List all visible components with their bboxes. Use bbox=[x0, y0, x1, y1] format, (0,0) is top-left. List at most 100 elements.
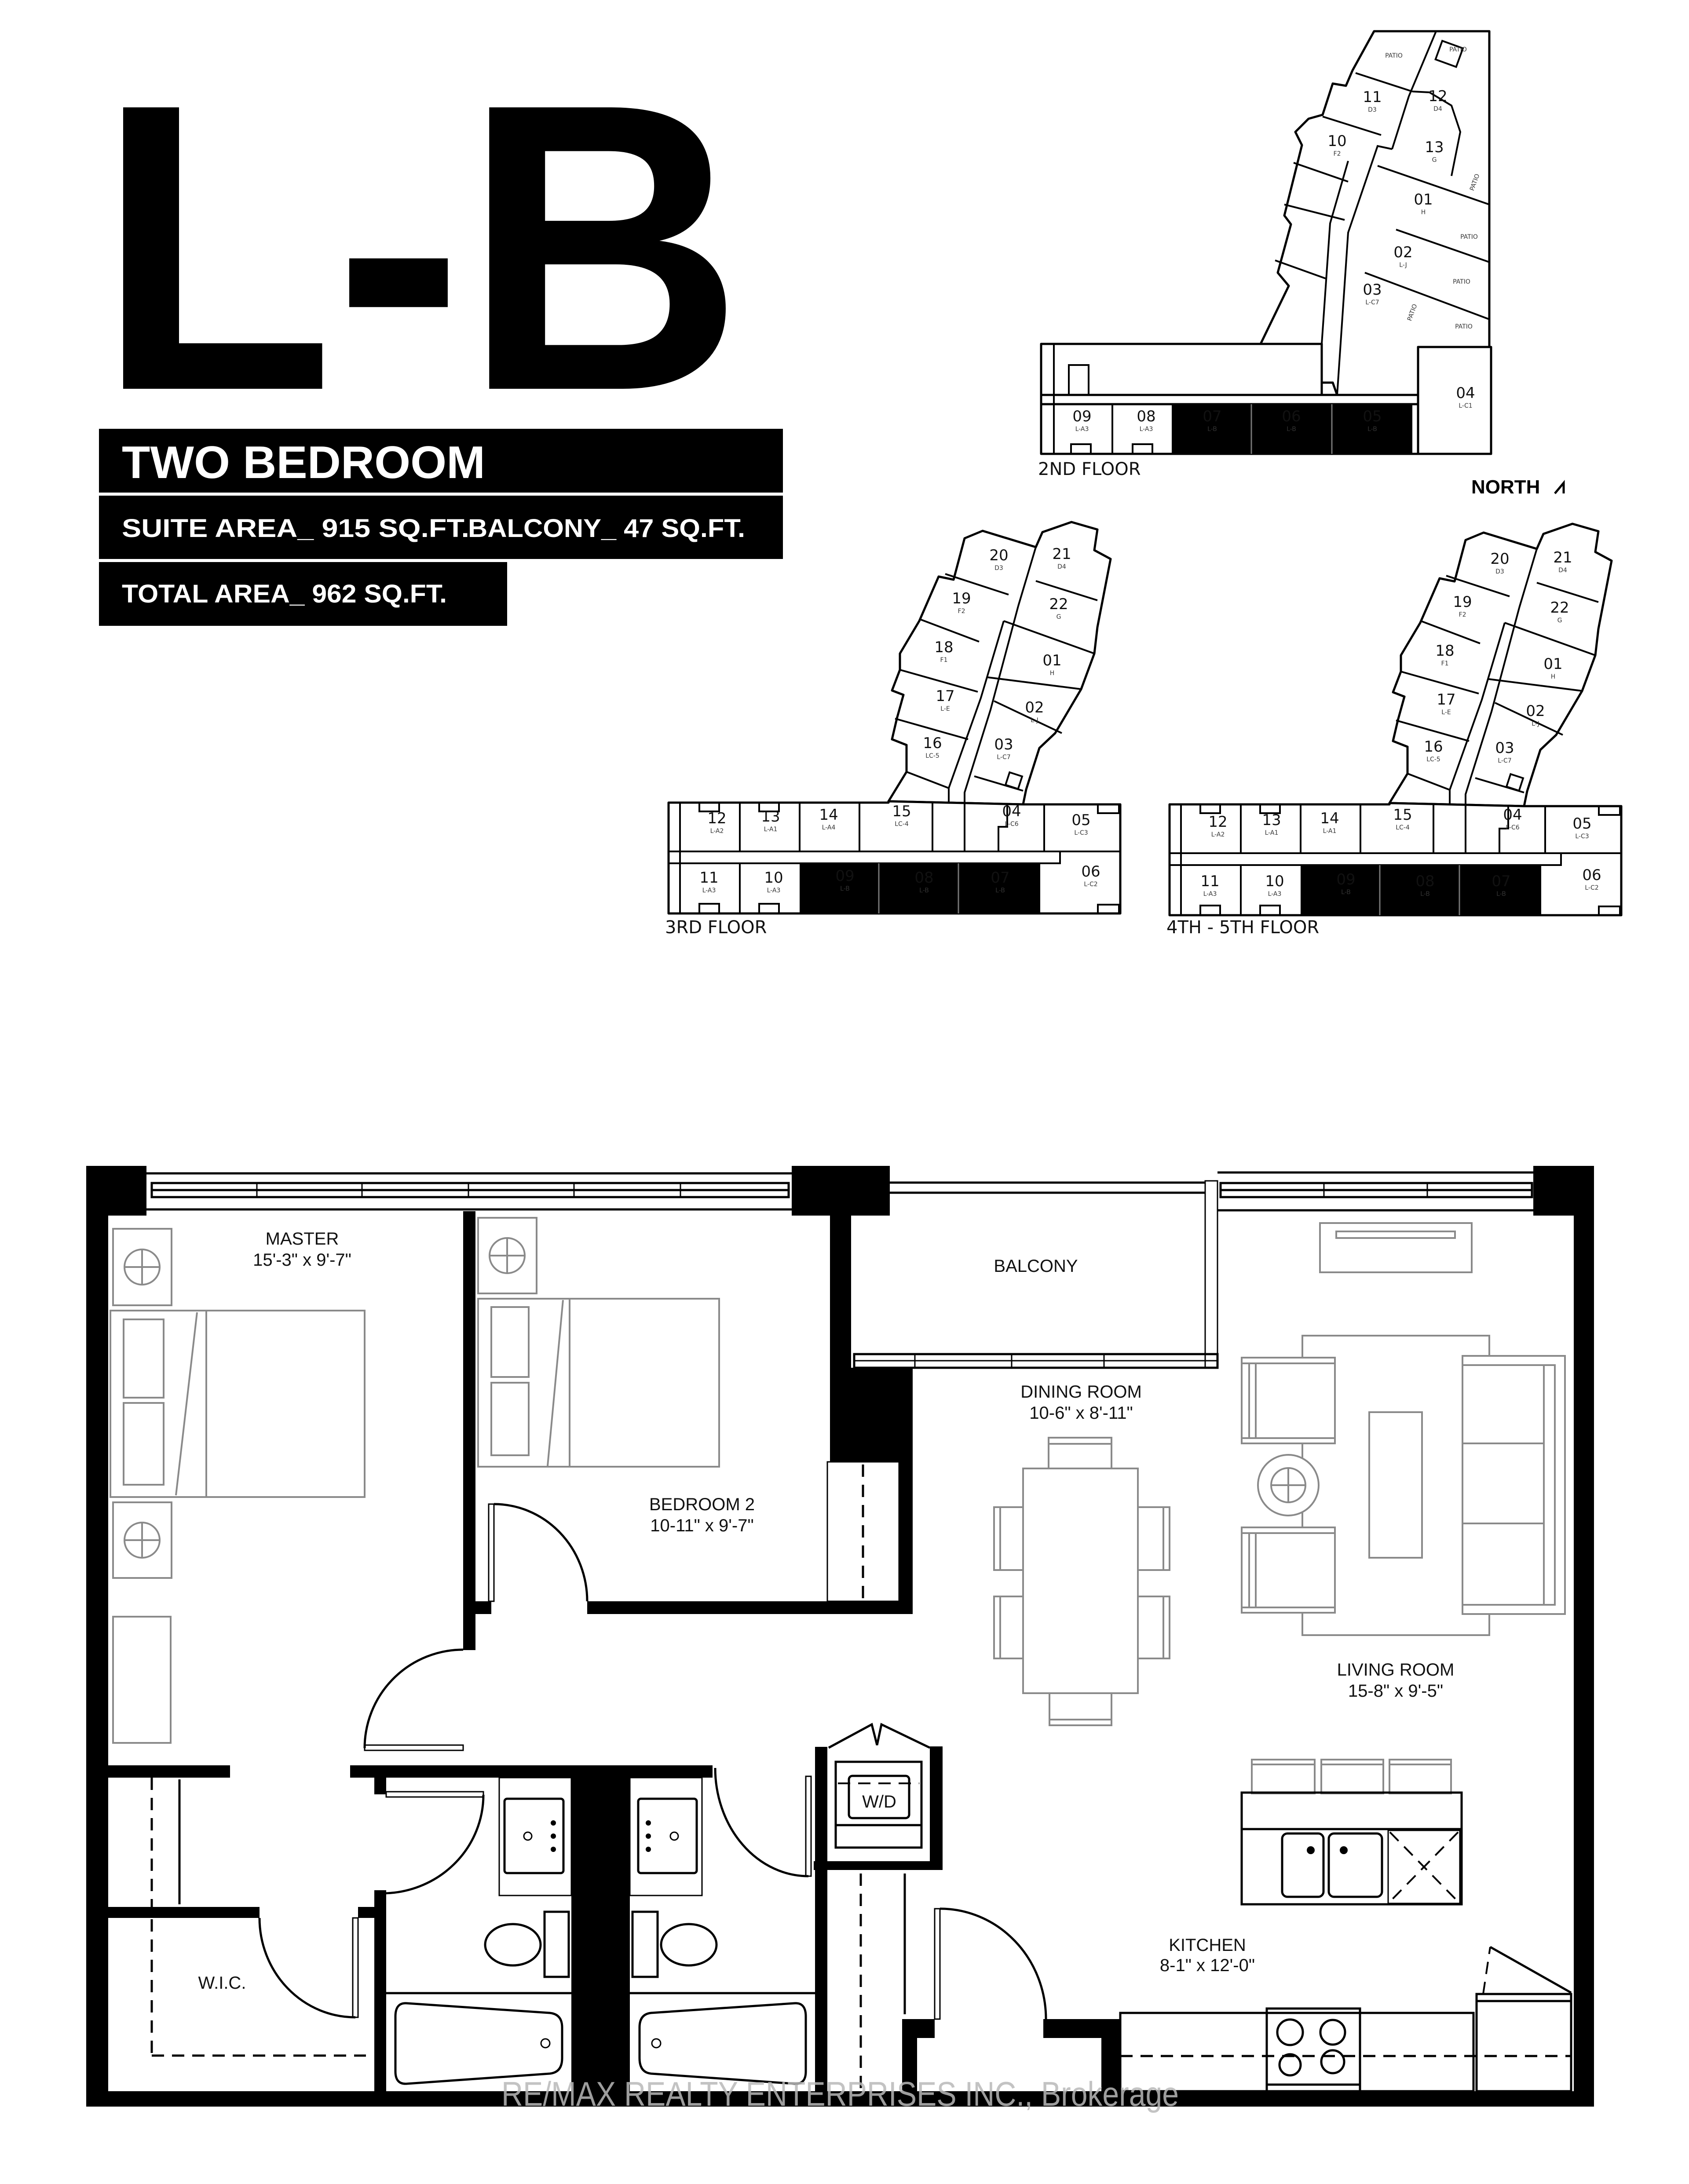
unit-number: 14 bbox=[819, 806, 838, 824]
unit-number: 12 bbox=[707, 810, 726, 827]
unit-type: L-B bbox=[1207, 426, 1217, 433]
balcony-area-label: BALCONY_ 47 SQ.FT. bbox=[468, 514, 745, 543]
suite-type-bar bbox=[99, 429, 783, 493]
master-dims: 15'-3" x 9'-7" bbox=[253, 1250, 351, 1270]
unit-number: 08 bbox=[914, 869, 933, 887]
unit-number: 19 bbox=[1453, 593, 1472, 611]
unit-number: 21 bbox=[1052, 545, 1071, 563]
unit-number: 09 bbox=[835, 867, 854, 885]
wic-label: W.I.C. bbox=[198, 1973, 246, 1993]
kitchen-dims: 8-1" x 12'-0" bbox=[1160, 1956, 1255, 1975]
balcony-label: BALCONY bbox=[994, 1256, 1078, 1276]
unit-type: H bbox=[1551, 673, 1556, 680]
bath1-door bbox=[382, 1791, 485, 1895]
unit-number: 04 bbox=[1503, 806, 1522, 824]
north-arrow-icon bbox=[1554, 480, 1565, 494]
unit-number: 06 bbox=[1282, 408, 1301, 425]
unit-type: LC-4 bbox=[895, 821, 909, 828]
unit-type: H bbox=[1421, 209, 1426, 216]
unit-type: L-B bbox=[1287, 426, 1296, 433]
unit-number: 10 bbox=[1265, 873, 1284, 890]
unit-type: L-B bbox=[1496, 891, 1506, 898]
unit-type: L-A1 bbox=[1265, 829, 1279, 836]
unit-number: 07 bbox=[991, 869, 1009, 887]
unit-number: 15 bbox=[1393, 806, 1412, 824]
closets bbox=[150, 1461, 906, 2089]
window-band bbox=[146, 1171, 1533, 1369]
unit-type: L-A1 bbox=[1323, 828, 1337, 835]
total-area-label: TOTAL AREA_ 962 SQ.FT. bbox=[122, 580, 447, 608]
unit-number: 18 bbox=[934, 639, 953, 656]
watermark: RE/MAX REALTY ENTERPRISES INC., Brokerag… bbox=[501, 2074, 1179, 2113]
wd-bifold-door bbox=[828, 1723, 931, 1749]
unit-number: 05 bbox=[1363, 408, 1382, 425]
unit-number: 20 bbox=[1490, 550, 1509, 568]
suite-type-label: TWO BEDROOM bbox=[122, 437, 485, 488]
unit-type: D4 bbox=[1558, 567, 1567, 574]
unit-type: G bbox=[1057, 614, 1061, 621]
bedroom2-label: BEDROOM 2 bbox=[649, 1495, 755, 1514]
unit-type: F2 bbox=[1459, 611, 1466, 618]
unit-number: 02 bbox=[1393, 244, 1412, 261]
unit-type: L-B bbox=[919, 887, 929, 894]
suite-floor-plan: W/D MASTER 15'-3" x 9'-7" BEDROOM 2 10-1… bbox=[86, 1166, 1594, 2107]
unit-number: 08 bbox=[1415, 873, 1434, 890]
unit-number: 22 bbox=[1049, 595, 1068, 613]
patio-label: PATIO bbox=[1453, 278, 1470, 285]
unit-type: L-A2 bbox=[710, 828, 724, 835]
unit-model-title: L-B bbox=[97, 19, 743, 476]
patio-label: PATIO bbox=[1455, 323, 1473, 330]
unit-type: F1 bbox=[940, 657, 948, 664]
floor-label: 4TH - 5TH FLOOR bbox=[1166, 917, 1319, 938]
unit-type: L-C3 bbox=[1575, 833, 1589, 840]
unit-number: 20 bbox=[989, 547, 1008, 564]
unit-number: 12 bbox=[1428, 88, 1447, 105]
unit-type: F1 bbox=[1441, 660, 1449, 667]
floor-label: 3RD FLOOR bbox=[665, 917, 767, 938]
unit-number: 13 bbox=[1425, 139, 1444, 156]
unit-number: 18 bbox=[1435, 642, 1454, 660]
unit-type: D3 bbox=[1368, 106, 1377, 113]
unit-number: 11 bbox=[699, 869, 718, 887]
unit-type: L-A1 bbox=[764, 826, 778, 833]
unit-number: 02 bbox=[1526, 702, 1545, 720]
wic-door bbox=[258, 1917, 359, 2019]
unit-number: 03 bbox=[1495, 739, 1514, 757]
unit-type: L-C7 bbox=[997, 754, 1010, 761]
total-area-bar bbox=[99, 562, 507, 626]
kitchen-fixtures bbox=[1119, 1759, 1572, 2093]
unit-number: 09 bbox=[1072, 408, 1091, 425]
unit-type: LC-5 bbox=[925, 752, 940, 760]
bedroom2-door bbox=[488, 1503, 589, 1602]
bedroom2-furniture bbox=[477, 1217, 720, 1468]
washer-dryer-label: W/D bbox=[862, 1792, 896, 1811]
stove bbox=[1265, 2007, 1361, 2093]
unit-number: 16 bbox=[1424, 738, 1443, 756]
unit-type: L-C2 bbox=[1084, 881, 1097, 888]
highlighted-unit bbox=[1173, 404, 1412, 454]
unit-type: L-A3 bbox=[1140, 426, 1153, 433]
unit-type: L-B bbox=[1341, 889, 1351, 896]
unit-type: L-C2 bbox=[1585, 884, 1598, 891]
unit-type: L-J bbox=[1031, 717, 1038, 724]
unit-number: 05 bbox=[1071, 811, 1090, 829]
unit-number: 10 bbox=[764, 869, 783, 887]
patio-label: PATIO bbox=[1385, 52, 1403, 59]
unit-type: G bbox=[1432, 157, 1437, 164]
unit-number: 08 bbox=[1137, 408, 1155, 425]
suite-area-label: SUITE AREA_ 915 SQ.FT. bbox=[122, 514, 469, 543]
unit-type: L-J bbox=[1532, 720, 1539, 727]
patio-label: PATIO bbox=[1460, 234, 1478, 241]
dining-furniture bbox=[993, 1437, 1170, 1726]
unit-number: 13 bbox=[761, 808, 780, 825]
unit-type: D4 bbox=[1057, 563, 1066, 570]
unit-number: 22 bbox=[1550, 599, 1569, 617]
bedroom2-dims: 10-11" x 9'-7" bbox=[650, 1516, 753, 1535]
unit-number: 02 bbox=[1025, 699, 1044, 716]
unit-type: L-C7 bbox=[1498, 757, 1511, 764]
unit-type: L-A4 bbox=[822, 824, 836, 831]
